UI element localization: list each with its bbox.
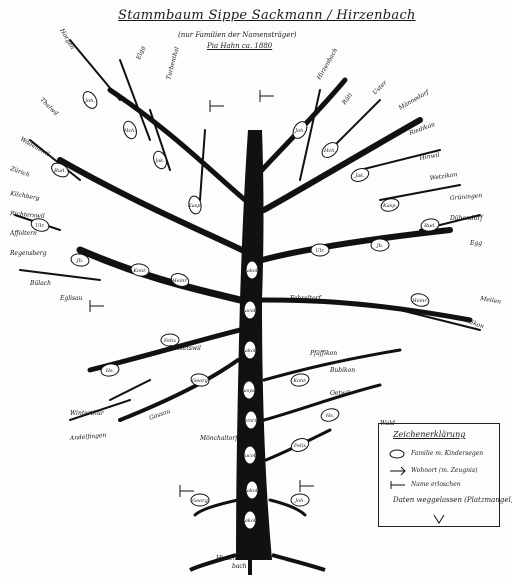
place-label-left: Thalwil xyxy=(39,96,60,117)
branch-left-1 xyxy=(80,250,240,300)
place-label-right: Rüti xyxy=(340,92,354,107)
place-label-right: Bubikon xyxy=(329,367,355,374)
leaf-label: Rud. xyxy=(423,223,436,229)
place-label-left: Winterthur xyxy=(70,410,105,417)
leaf-label: Jakob xyxy=(242,518,257,524)
leaf-label: Jacob xyxy=(242,308,257,314)
leaf-label: Jb. xyxy=(376,243,384,249)
place-label-lower: Fehraltorf xyxy=(289,295,323,302)
root-label: bach xyxy=(232,563,247,570)
branch-right-1 xyxy=(262,230,450,260)
place-label-right: Egg xyxy=(469,240,482,247)
leaf-label: Joh. xyxy=(294,498,305,504)
place-label-right: Männedorf xyxy=(397,88,432,112)
legend-box: Zeichenerklärung Familie m. Kindersegen … xyxy=(378,423,500,527)
place-label-right: Pfäffikon xyxy=(309,350,337,357)
leaf-label: Hs. xyxy=(105,368,115,374)
place-label-left: Zürich xyxy=(8,165,30,179)
leaf-label: Jak. xyxy=(354,173,365,179)
root-label: Hirzen- xyxy=(215,555,239,562)
place-label-right: Hinwil xyxy=(418,152,440,163)
place-label-left: Horgen xyxy=(58,27,76,51)
branch-left-5 xyxy=(120,360,238,420)
leaf-label: Hs. xyxy=(325,413,335,419)
leaf-label: Jak. xyxy=(154,158,165,164)
leaf-label: Konr. xyxy=(292,378,307,384)
arrow-icon xyxy=(389,466,407,476)
place-label-right: Grüningen xyxy=(450,192,483,202)
place-label-right: Dübendorf xyxy=(449,215,484,222)
leaf-label: Ulr. xyxy=(315,248,325,254)
leaf-label: Jakob xyxy=(242,348,257,354)
place-label-left: Andelfingen xyxy=(69,432,107,442)
legend-item-family: Familie m. Kindersegen xyxy=(411,450,483,457)
extinct-bracket xyxy=(210,100,224,112)
leaf-label: Heinrich xyxy=(239,418,262,424)
extinct-bracket xyxy=(300,480,314,492)
leaf-label: Jacob xyxy=(242,453,257,459)
leaf-label: Kaspar xyxy=(239,388,258,394)
branch-left-3 xyxy=(110,90,245,200)
branch-right-4 xyxy=(262,300,470,320)
leaf-label: Konr. xyxy=(132,268,147,274)
leaf-label: Jb. xyxy=(76,258,84,264)
place-label-right: Wetzikon xyxy=(429,171,458,182)
leaf-label: Georg xyxy=(192,498,208,504)
leaf-label: Ulr. xyxy=(35,223,45,229)
leaf-icon xyxy=(389,448,405,460)
extinct-bracket xyxy=(90,300,104,312)
leaf-label: Jakob xyxy=(244,268,259,274)
leaf-label: Hch. xyxy=(323,148,336,154)
place-label-right: Meilen xyxy=(479,295,502,306)
place-label-lower: Mönchaltorf xyxy=(199,435,239,442)
place-label-right: Hirzenbach xyxy=(315,47,339,82)
legend-item-residence: Wohnort (m. Zeugnis) xyxy=(411,467,477,474)
leaf-label: Joh. xyxy=(294,128,305,134)
bracket-icon xyxy=(389,480,407,490)
place-label-left: Elgg xyxy=(135,45,147,62)
leaf-label: Jakob xyxy=(244,488,259,494)
leaf-label: Felix xyxy=(163,338,176,344)
leaf-label: Hch. xyxy=(123,128,136,134)
leaf-label: Rud. xyxy=(53,168,66,174)
place-label-right: Oetwil xyxy=(330,390,350,397)
leaf-label: Joh. xyxy=(84,98,95,104)
place-label-left: Turbenthal xyxy=(165,46,181,81)
legend-item-extinct: Name erloschen xyxy=(411,481,461,488)
leaf-label: Georg xyxy=(192,378,208,384)
place-label-left: Eglisau xyxy=(59,295,83,302)
leaf-label: Kasp. xyxy=(187,203,202,209)
place-label-left: Kilchberg xyxy=(9,190,41,202)
place-label-lower: Volketswil xyxy=(170,345,201,352)
legend-title: Zeichenerklärung xyxy=(393,430,465,439)
place-label-lower: Gossau xyxy=(148,408,171,422)
leaf-label: Kasp. xyxy=(382,203,397,209)
place-label-left: Wädenswil xyxy=(19,136,51,158)
place-label-left: Affoltern xyxy=(9,230,37,237)
leaf-label: Heinr. xyxy=(411,298,428,304)
leaf-label: Heinr. xyxy=(171,278,188,284)
place-label-left: Bülach xyxy=(29,280,51,287)
legend-item-omitted: Daten weggelassen (Platzmangel) xyxy=(393,496,485,504)
extinct-bracket xyxy=(180,485,194,497)
extinct-bracket xyxy=(260,90,274,102)
v-mark-icon xyxy=(433,514,445,524)
place-label-left: Regensberg xyxy=(9,250,47,257)
place-label-right: Uster xyxy=(371,79,389,97)
leaf-label: Felix xyxy=(293,443,306,449)
